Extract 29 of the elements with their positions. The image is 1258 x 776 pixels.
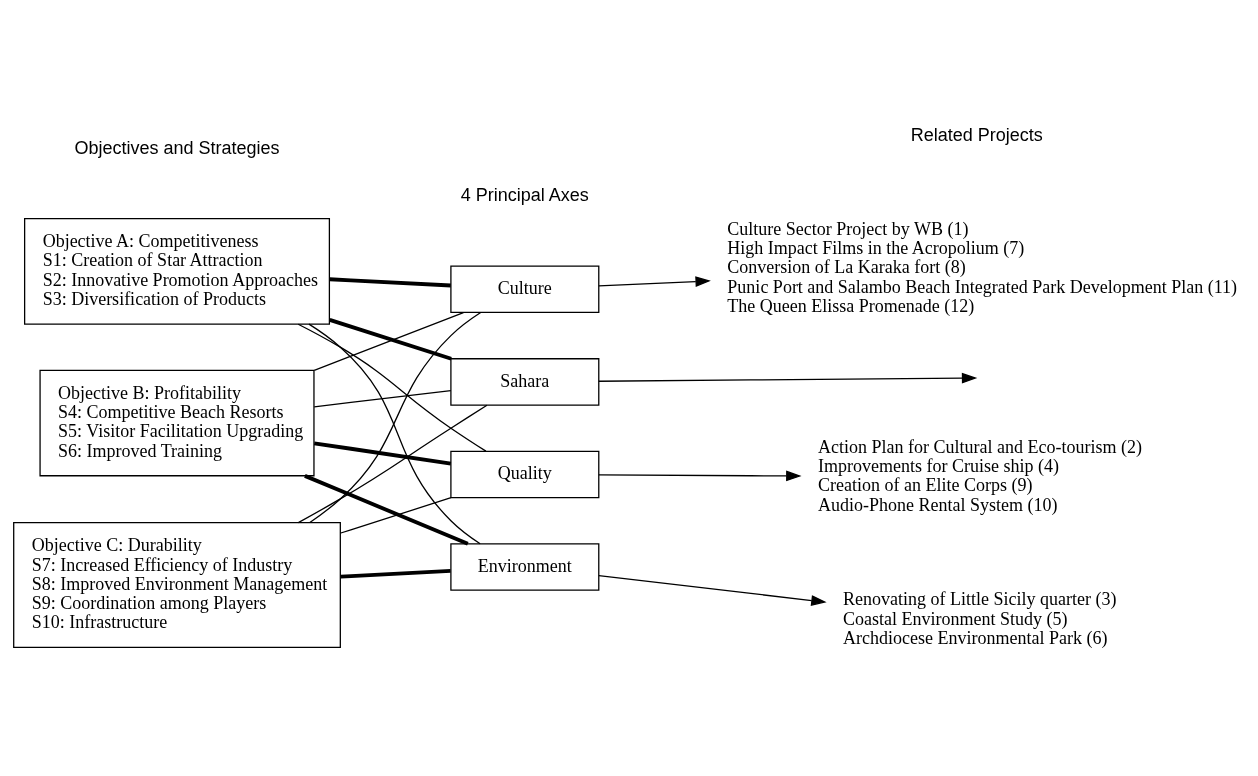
node-box: Sahara bbox=[450, 358, 600, 406]
node-text: Renovating of Little Sicily quarter (3) Coastal Environment Study (5) Archdiocese Environmental Park (6) bbox=[843, 589, 1117, 648]
connector bbox=[329, 277, 451, 288]
arrow bbox=[598, 276, 711, 287]
connector bbox=[340, 497, 452, 534]
node-box: Objective B: Profitability S4: Competitive Beach Resorts S5: Visitor Facilitation Upgrading S6: Improved Training bbox=[39, 369, 315, 477]
label: 4 Principal Axes bbox=[460, 185, 589, 206]
connector bbox=[313, 311, 465, 372]
label: Related Projects bbox=[910, 125, 1043, 146]
connector bbox=[297, 323, 487, 452]
node-box: Objective A: Competitiveness S1: Creation of Star Attraction S2: Innovative Promotion Approaches S3: Diversification of Products bbox=[24, 217, 331, 325]
connector bbox=[304, 474, 469, 546]
label: Objectives and Strategies bbox=[74, 137, 280, 158]
connector bbox=[309, 311, 482, 524]
connector bbox=[313, 389, 452, 408]
arrow bbox=[598, 372, 978, 384]
connector bbox=[329, 317, 452, 361]
node-text: Culture Sector Project by WB (1) High Impact Films in the Acropolium (7) Conversion of La Karaka fort (8) Punic Port and Salambo Beach Integrated Park Development Plan (11) The Queen Elissa Promenade (12) bbox=[727, 218, 1238, 317]
connector bbox=[313, 441, 452, 466]
node-box: Environment bbox=[450, 543, 600, 591]
node-box: Objective C: Durability S7: Increased Efficiency of Industry S8: Improved Environment Management S9: Coordination among Players S10: Infrastructure bbox=[13, 522, 341, 649]
node-box: Quality bbox=[450, 450, 600, 499]
node-text: Action Plan for Cultural and Eco-tourism (2) Improvements for Cruise ship (4) Creation of an Elite Corps (9) Audio-Phone Rental System (10) bbox=[818, 436, 1142, 515]
connector bbox=[308, 323, 481, 545]
connector bbox=[340, 568, 451, 579]
node-box: Culture bbox=[450, 265, 600, 314]
arrow bbox=[598, 574, 827, 606]
connector bbox=[297, 404, 488, 524]
arrow bbox=[598, 470, 802, 482]
